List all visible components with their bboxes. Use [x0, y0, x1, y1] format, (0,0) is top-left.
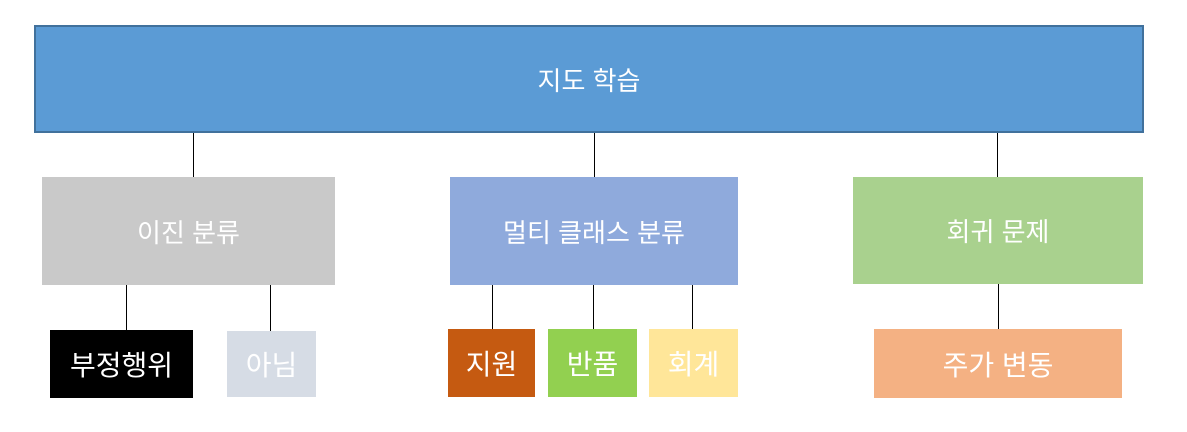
node-support: 지원 — [448, 329, 535, 397]
connector-multiclass-to-accounting — [692, 285, 693, 329]
connector-multiclass-to-returns — [593, 285, 594, 329]
connector-root-to-multiclass — [594, 133, 595, 177]
node-multiclass-classification: 멀티 클래스 분류 — [450, 177, 738, 285]
connector-binary-to-not — [270, 285, 271, 331]
node-stock-price-change: 주가 변동 — [874, 329, 1122, 398]
connector-binary-to-fraud — [126, 285, 127, 330]
node-regression-problem: 회귀 문제 — [853, 177, 1143, 284]
connector-regression-to-stock — [998, 284, 999, 329]
connector-root-to-regression — [997, 133, 998, 177]
node-not-fraud: 아님 — [227, 331, 316, 397]
node-returns: 반품 — [548, 329, 637, 397]
node-accounting: 회계 — [649, 329, 738, 397]
node-fraud: 부정행위 — [50, 330, 193, 398]
node-supervised-learning: 지도 학습 — [34, 25, 1144, 133]
node-binary-classification: 이진 분류 — [42, 177, 335, 285]
connector-multiclass-to-support — [492, 285, 493, 329]
connector-root-to-binary — [193, 133, 194, 177]
